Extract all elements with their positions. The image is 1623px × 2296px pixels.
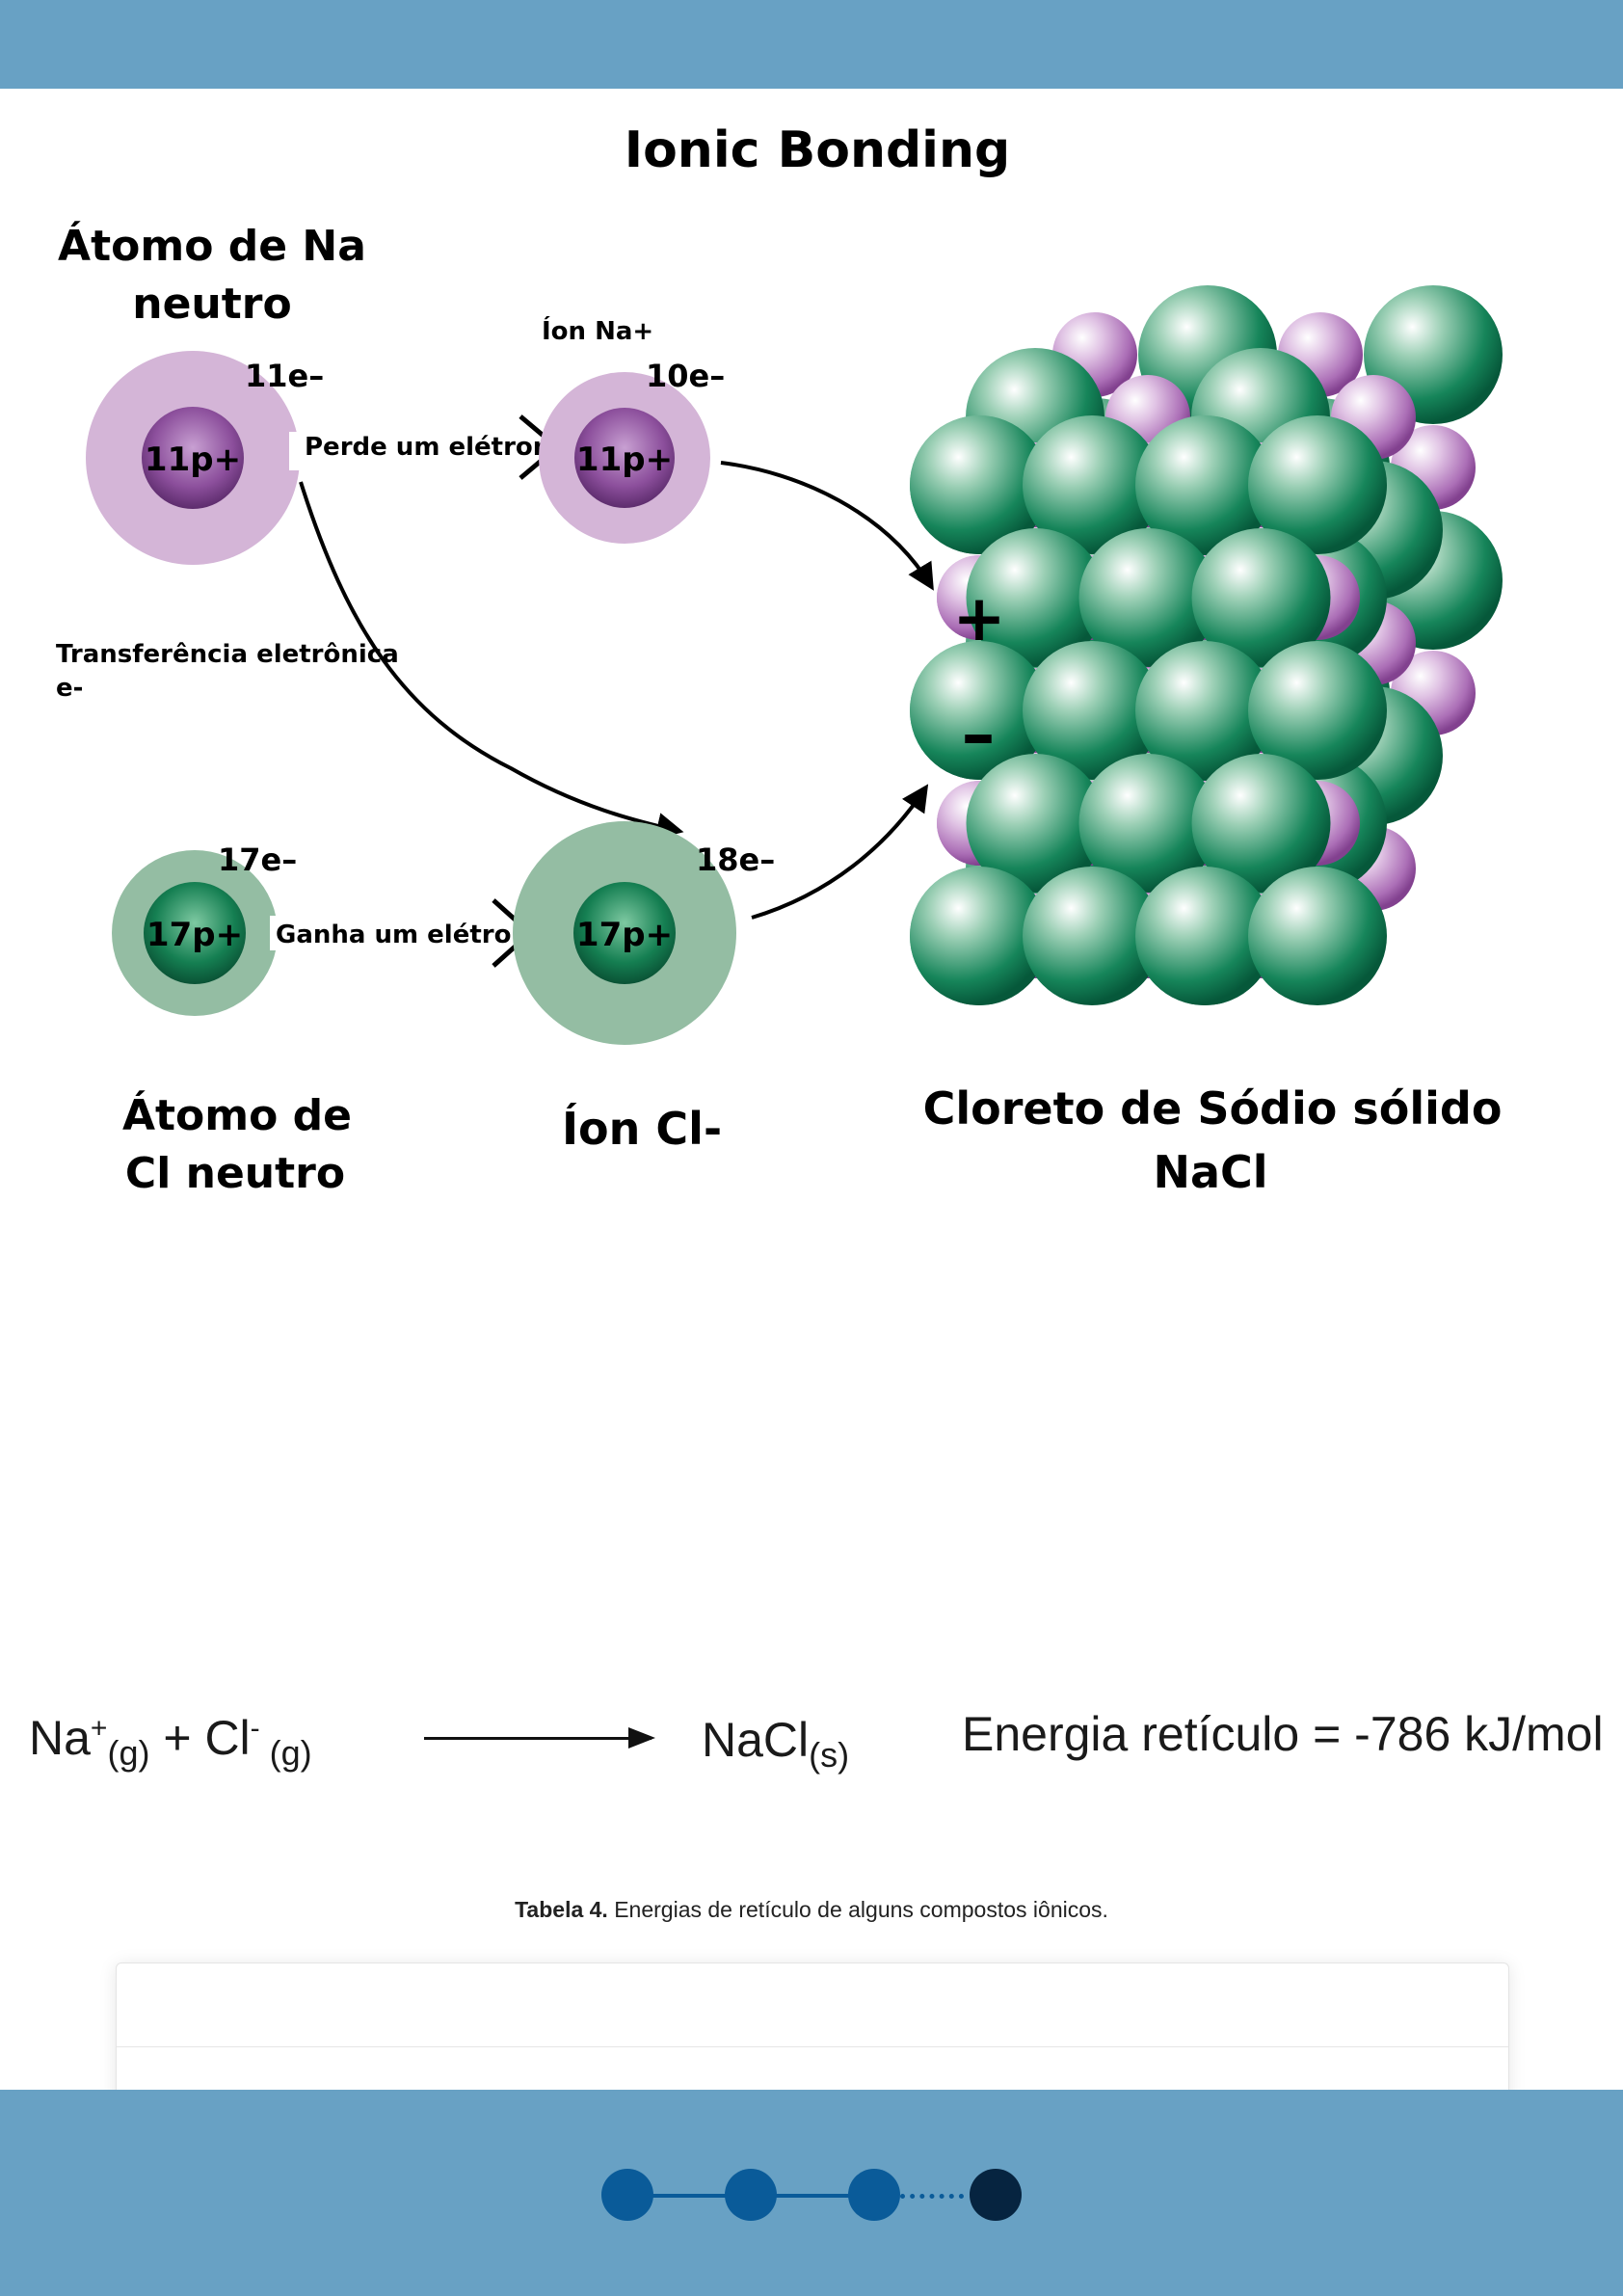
na-ion-nucleus-label: 11p+ <box>576 441 673 479</box>
step-4-button-current[interactable] <box>970 2169 1022 2221</box>
ionic-bonding-diagram: Ionic Bonding Átomo de Na neutro 11p+ 11… <box>0 89 1623 1245</box>
na-atom-nucleus <box>142 407 244 509</box>
cl-ion-electron-count: 18e– <box>696 841 775 878</box>
cl-atom-label-line1: Átomo de <box>122 1089 352 1140</box>
chloride-ion-sphere <box>1023 415 1161 554</box>
transfer-label-line1: Transferência eletrônica <box>56 640 399 669</box>
sodium-symbol: Na <box>29 1711 91 1765</box>
chloride-ion-sphere <box>966 528 1105 667</box>
reactants: Na+(g) + Cl- (g) <box>29 1710 312 1774</box>
sodium-state: (g) <box>107 1733 150 1773</box>
step-connector <box>650 2194 738 2198</box>
na-ion-nucleus <box>574 408 675 508</box>
cl-ion-to-lattice-arrow <box>751 784 929 920</box>
chloride-ion-sphere <box>1248 867 1387 1005</box>
chloride-ion-sphere <box>966 754 1105 893</box>
chlorine-charge: - <box>250 1712 260 1745</box>
chloride-ion-sphere <box>1248 641 1387 780</box>
lattice-energy-value: Energia retículo = -786 kJ/mol <box>962 1707 1604 1761</box>
ionic-bonding-svg: Ionic Bonding Átomo de Na neutro 11p+ 11… <box>56 121 1503 1198</box>
table-row <box>117 1963 1508 2047</box>
na-atom-shell-gap <box>289 432 305 470</box>
diagram-title: Ionic Bonding <box>625 121 1011 179</box>
product: NaCl(s) <box>702 1712 849 1775</box>
na-atom-nucleus-label: 11p+ <box>145 441 241 479</box>
product-state: (s) <box>809 1735 850 1775</box>
chloride-ion-sphere <box>1135 415 1274 554</box>
cl-ion-nucleus-label: 17p+ <box>576 916 673 954</box>
chloride-ion-sphere <box>1191 754 1331 893</box>
transfer-label-line2: e- <box>56 674 83 703</box>
reaction-arrow <box>424 1727 655 1749</box>
chloride-ion-sphere <box>1078 528 1218 667</box>
product-formula: NaCl <box>702 1713 810 1767</box>
chlorine-symbol: Cl <box>204 1711 251 1765</box>
solid-label-line2: NaCl <box>1153 1146 1267 1198</box>
chloride-ion-sphere <box>910 415 1049 554</box>
step-connector-dotted <box>900 2194 964 2199</box>
chloride-ion-sphere <box>910 867 1049 1005</box>
na-atom-label-line1: Átomo de Na <box>58 220 366 271</box>
sodium-charge: + <box>90 1712 108 1745</box>
step-3-button[interactable] <box>848 2169 900 2221</box>
chloride-ion-sphere <box>1135 867 1274 1005</box>
cl-ion-label: Íon Cl- <box>562 1103 722 1155</box>
table-caption-label: Tabela 4. <box>515 1897 608 1922</box>
table-caption-text: Energias de retículo de alguns compostos… <box>607 1897 1108 1922</box>
step-connector <box>773 2194 862 2198</box>
na-atom-electron-count: 11e– <box>245 358 324 394</box>
chlorine-state: (g) <box>259 1733 312 1773</box>
nacl-crystal-lattice <box>910 285 1503 1005</box>
cl-ion-nucleus <box>573 882 676 984</box>
loses-electron-label: Perde um elétron <box>305 433 550 462</box>
cl-atom-electron-count: 17e– <box>218 841 297 878</box>
page-stepper <box>601 2169 1022 2223</box>
chloride-ion-sphere <box>1023 867 1161 1005</box>
chloride-ion-sphere <box>1191 528 1331 667</box>
cl-atom-shell-gap <box>270 916 285 950</box>
chloride-ion-sphere <box>1248 415 1387 554</box>
step-1-button[interactable] <box>601 2169 653 2221</box>
solid-label-line1: Cloreto de Sódio sólido <box>923 1082 1503 1135</box>
lattice-anion-sign: – <box>962 695 996 774</box>
cl-atom-label-line2: Cl neutro <box>125 1149 345 1198</box>
step-2-button[interactable] <box>725 2169 777 2221</box>
table-caption: Tabela 4. Energias de retículo de alguns… <box>0 1897 1623 1923</box>
chloride-ion-sphere <box>1135 641 1274 780</box>
bottom-navigation-bar <box>0 2090 1623 2296</box>
chloride-ion-sphere <box>1078 754 1218 893</box>
cl-atom-nucleus-label: 17p+ <box>146 916 243 954</box>
na-ion-electron-count: 10e– <box>646 358 725 394</box>
cl-atom-nucleus <box>144 882 246 984</box>
na-ion-label: Íon Na+ <box>542 315 653 346</box>
electron-transfer-arrow <box>299 481 684 840</box>
lattice-cation-sign: + <box>952 581 1005 655</box>
chloride-ion-sphere <box>910 641 1049 780</box>
na-ion-to-lattice-arrow <box>720 461 934 591</box>
lattice-energy-equation: Na+(g) + Cl- (g) NaCl(s) Energia retícul… <box>0 1677 1623 1793</box>
chloride-ion-sphere <box>1023 641 1161 780</box>
top-bar <box>0 0 1623 89</box>
plus-sign: + <box>149 1711 205 1765</box>
na-atom-label-line2: neutro <box>132 280 291 329</box>
gains-electron-label: Ganha um elétron <box>276 921 529 949</box>
